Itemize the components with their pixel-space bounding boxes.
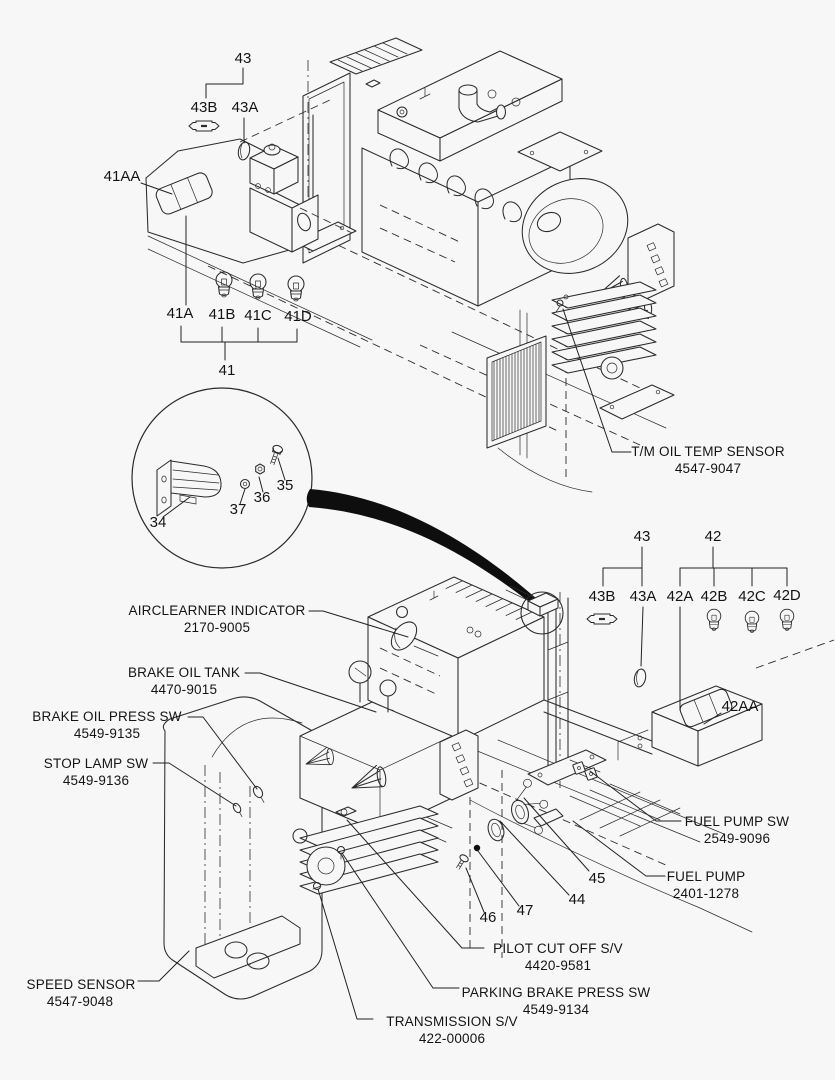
callout-42b: 42B <box>701 588 728 605</box>
label-transmission-sv-no: 422-00006 <box>419 1031 485 1046</box>
label-fuel-pump-sw: FUEL PUMP SW <box>685 814 789 829</box>
upper-engine-assembly-drawing <box>145 37 675 493</box>
label-speed-sensor-no: 4547-9048 <box>47 994 113 1009</box>
washer-part-47 <box>473 844 481 852</box>
label-brake-oil-tank: BRAKE OIL TANK <box>128 665 240 680</box>
detail-arrow <box>306 489 546 612</box>
callout-41a: 41A <box>167 305 194 322</box>
lower-machine-assembly-drawing <box>162 576 835 1000</box>
callout-41b: 41B <box>209 306 236 323</box>
bulb-icon <box>744 610 760 633</box>
callout-46: 46 <box>480 909 497 926</box>
label-stop-lamp-sw: STOP LAMP SW <box>44 756 148 771</box>
callout-34: 34 <box>150 514 167 531</box>
callout-44: 44 <box>569 891 586 908</box>
callout-41: 41 <box>219 362 236 379</box>
label-stop-lamp-sw-no: 4549-9136 <box>63 773 129 788</box>
callout-42d: 42D <box>773 587 801 604</box>
parking-brake-press-sw-part <box>336 845 346 860</box>
callout-texts: 43 43B 43A 41AA 41A 41B 41C 41D 41 34 37… <box>104 50 801 926</box>
label-brake-oil-press-sw: BRAKE OIL PRESS SW <box>32 709 181 724</box>
label-parking-brake-press-sw: PARKING BRAKE PRESS SW <box>462 985 651 1000</box>
hydraulic-tank <box>367 576 545 743</box>
leader-lines <box>137 67 788 1020</box>
nut-part-36 <box>255 463 265 475</box>
callout-47: 47 <box>517 902 534 919</box>
label-brake-oil-tank-no: 4470-9015 <box>151 682 217 697</box>
part-label-texts: T/M OIL TEMP SENSOR 4547-9047 AIRCLEARNE… <box>27 444 790 1046</box>
relay-part-34 <box>156 459 222 517</box>
label-pilot-cut-off-sv-no: 4420-9581 <box>525 958 591 973</box>
label-parking-brake-press-sw-no: 4549-9134 <box>523 1002 590 1017</box>
switch-panel-42aa <box>679 688 733 728</box>
detail-circle <box>131 387 313 569</box>
pump-transmission-cluster <box>232 660 479 895</box>
callout-43a-mid: 43A <box>630 588 657 605</box>
callout-41aa: 41AA <box>104 168 141 185</box>
label-aircleaner-indicator: AIRCLEARNER INDICATOR <box>129 603 306 618</box>
bulb-icon <box>706 608 722 631</box>
callout-42c: 42C <box>738 588 766 605</box>
callout-43b-top: 43B <box>191 99 218 116</box>
callout-41c: 41C <box>244 307 272 324</box>
callout-42aa: 42AA <box>722 698 759 715</box>
fuel-pump-sw-part <box>569 759 601 781</box>
lamp-bracket-assembly <box>145 99 353 264</box>
radiator-mesh <box>486 335 547 449</box>
label-fuel-pump-sw-no: 2549-9096 <box>704 831 770 846</box>
callout-45: 45 <box>589 870 606 887</box>
bolt-part-46 <box>456 854 469 870</box>
festoon-bulb-icon <box>585 612 619 626</box>
exhaust-manifold <box>389 148 522 223</box>
label-fuel-pump-no: 2401-1278 <box>673 886 739 901</box>
festoon-bulb-icon <box>187 119 221 133</box>
switch-panel-41aa <box>155 172 213 215</box>
label-speed-sensor: SPEED SENSOR <box>27 977 136 992</box>
bulb-icon <box>249 273 267 300</box>
callout-35: 35 <box>277 477 294 494</box>
label-tm-oil-temp-sensor-no: 4547-9047 <box>675 461 741 476</box>
callout-36: 36 <box>254 489 271 506</box>
arrow-target-highlight <box>505 585 564 635</box>
bolt-part-35 <box>270 444 284 466</box>
bulb-icon <box>779 608 795 631</box>
transmission-assembly <box>517 131 675 420</box>
bulb-icon <box>287 275 305 302</box>
callout-37: 37 <box>230 501 247 518</box>
support-mast <box>527 592 607 788</box>
label-tm-oil-temp-sensor: T/M OIL TEMP SENSOR <box>631 444 785 459</box>
callout-43-top: 43 <box>235 50 252 67</box>
callout-43-mid: 43 <box>634 528 651 545</box>
fender-panel <box>162 696 331 1000</box>
pilot-cut-off-sv-part <box>335 806 357 817</box>
fuel-pump-part <box>511 778 549 835</box>
callout-42a: 42A <box>667 588 694 605</box>
callout-43a-top: 43A <box>232 99 259 116</box>
plate-part-45 <box>533 808 564 827</box>
label-fuel-pump: FUEL PUMP <box>667 869 746 884</box>
oil-cooler-fins <box>551 281 657 380</box>
callout-42: 42 <box>705 528 722 545</box>
tm-oil-temp-sensor-part <box>555 294 569 313</box>
gasket-part-44 <box>487 818 505 842</box>
right-lamp-box <box>543 685 763 767</box>
label-aircleaner-indicator-no: 2170-9005 <box>184 620 250 635</box>
lamp-lens-icon <box>632 667 648 689</box>
label-pilot-cut-off-sv: PILOT CUT OFF S/V <box>493 941 623 956</box>
callout-43b-mid: 43B <box>589 588 616 605</box>
transmission-sv-part <box>312 881 322 891</box>
callout-41d: 41D <box>284 308 312 325</box>
fuel-pump-parts <box>456 759 601 870</box>
engine-block <box>361 50 571 307</box>
label-brake-oil-press-sw-no: 4549-9135 <box>74 726 140 741</box>
label-transmission-sv: TRANSMISSION S/V <box>386 1014 517 1029</box>
